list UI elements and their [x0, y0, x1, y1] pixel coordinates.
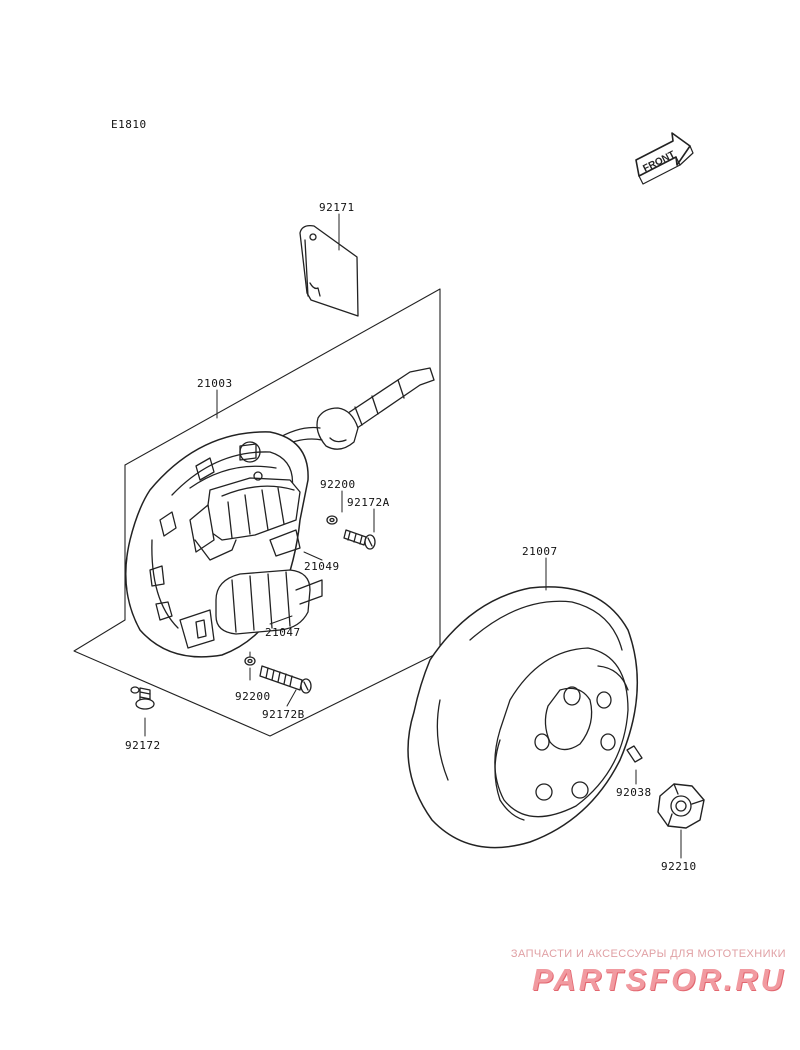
flywheel-rotor-21007	[407, 586, 639, 849]
stator-group-outline	[73, 288, 441, 737]
label-92200-top: 92200	[320, 478, 356, 491]
screw-92172B	[259, 665, 312, 694]
label-92200-bottom: 92200	[235, 690, 271, 703]
screw-92172A	[343, 529, 376, 550]
label-92038: 92038	[616, 786, 652, 799]
watermark-logo: PARTSFOR.RU	[531, 962, 786, 997]
label-92171: 92171	[319, 201, 355, 214]
label-92172B: 92172B	[262, 708, 305, 721]
label-21007: 21007	[522, 545, 558, 558]
nut-92210	[657, 783, 705, 829]
wire-harness	[274, 367, 435, 450]
upper-coil-21049	[189, 471, 301, 561]
diagram-code: E1810	[111, 118, 147, 131]
washer-92200-bottom	[244, 656, 256, 666]
front-arrow-icon: FRONT	[635, 132, 694, 185]
key-92038	[626, 745, 643, 763]
label-92172A: 92172A	[347, 496, 390, 509]
cover-plate-92171	[299, 225, 359, 317]
watermark-tagline: ЗАПЧАСТИ И АКСЕССУАРЫ ДЛЯ МОТОТЕХНИКИ	[510, 948, 786, 960]
washer-92200-top	[326, 515, 338, 525]
label-92210: 92210	[661, 860, 697, 873]
label-92172: 92172	[125, 739, 161, 752]
screw-92172	[130, 686, 155, 710]
label-21003: 21003	[197, 377, 233, 390]
label-21047: 21047	[265, 626, 301, 639]
label-21049: 21049	[304, 560, 340, 573]
leader-lines	[144, 213, 682, 859]
